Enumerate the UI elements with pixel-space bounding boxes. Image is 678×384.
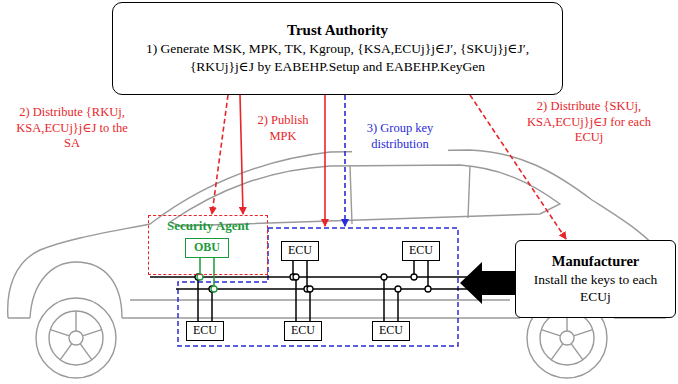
wheel-spoke — [75, 311, 76, 331]
wheel-spoke — [60, 344, 72, 360]
wheel-spoke — [571, 344, 583, 360]
node-body: 1) Generate MSK, MPK, TK, Kgroup, {KSA,E… — [123, 40, 552, 76]
bus-stub — [197, 277, 199, 321]
ecu-box: ECU — [284, 321, 322, 341]
ecu-box: ECU — [186, 321, 224, 341]
wheel-spoke — [83, 330, 102, 336]
distribution-arrow — [240, 95, 243, 214]
bus-junction — [381, 274, 387, 280]
node-title: Security Agent — [153, 218, 263, 234]
node-title: Trust Authority — [123, 21, 552, 40]
node-body: Install the keys to each ECUj — [524, 271, 667, 306]
node-title: ECU — [285, 243, 315, 259]
bus-stub — [427, 261, 429, 289]
annotation-label: 3) Group key distribution — [352, 120, 448, 153]
bus-junction — [395, 286, 401, 292]
annotation-label: 2) Distribute {RKUj, KSA,ECUj}j∈J to the… — [6, 104, 138, 153]
install-arrow — [460, 262, 515, 304]
group-key-arrow — [344, 95, 346, 226]
distribution-arrow — [212, 95, 228, 214]
node-title: ECU — [406, 243, 436, 259]
ecu-box: ECU — [402, 241, 440, 261]
wheel-spoke — [80, 344, 92, 360]
wheel-spoke — [551, 344, 563, 360]
bus-stub — [309, 289, 311, 321]
node-title: ECU — [190, 323, 220, 339]
publish-arrow — [324, 95, 326, 226]
node-title: Manufacturer — [524, 252, 667, 270]
bus-junction — [211, 286, 217, 292]
wheel-spoke — [50, 330, 69, 336]
bus-junction — [307, 286, 313, 292]
obu-box: OBU — [185, 238, 229, 258]
bus-stub — [211, 289, 213, 321]
manufacturer-box: ManufacturerInstall the keys to each ECU… — [515, 240, 676, 318]
ecu-box: ECU — [281, 241, 319, 261]
bus-junction — [411, 274, 417, 280]
bus-junction — [293, 274, 299, 280]
node-title: ECU — [376, 323, 406, 339]
node-title: OBU — [188, 240, 226, 255]
authority-box: Trust Authority1) Generate MSK, MPK, TK,… — [112, 2, 563, 95]
can-bus — [150, 258, 515, 321]
security-agent-box: Security AgentOBU — [148, 215, 268, 275]
annotation-label: 2) Publish MPK — [249, 112, 317, 145]
bus-stub — [295, 277, 297, 321]
annotation-label: 2) Distribute {SKUj, KSA,ECUj}j∈J for ea… — [510, 98, 668, 147]
bus-stub — [383, 277, 385, 321]
node-title: ECU — [288, 323, 318, 339]
bus-junction — [425, 286, 431, 292]
wheel-spoke — [541, 330, 560, 336]
bus-stub — [306, 261, 308, 289]
ecu-box: ECU — [372, 321, 410, 341]
bus-stub — [213, 258, 215, 289]
bus-stub — [397, 289, 399, 321]
wheel-spoke — [574, 330, 593, 336]
group-region — [178, 228, 458, 346]
